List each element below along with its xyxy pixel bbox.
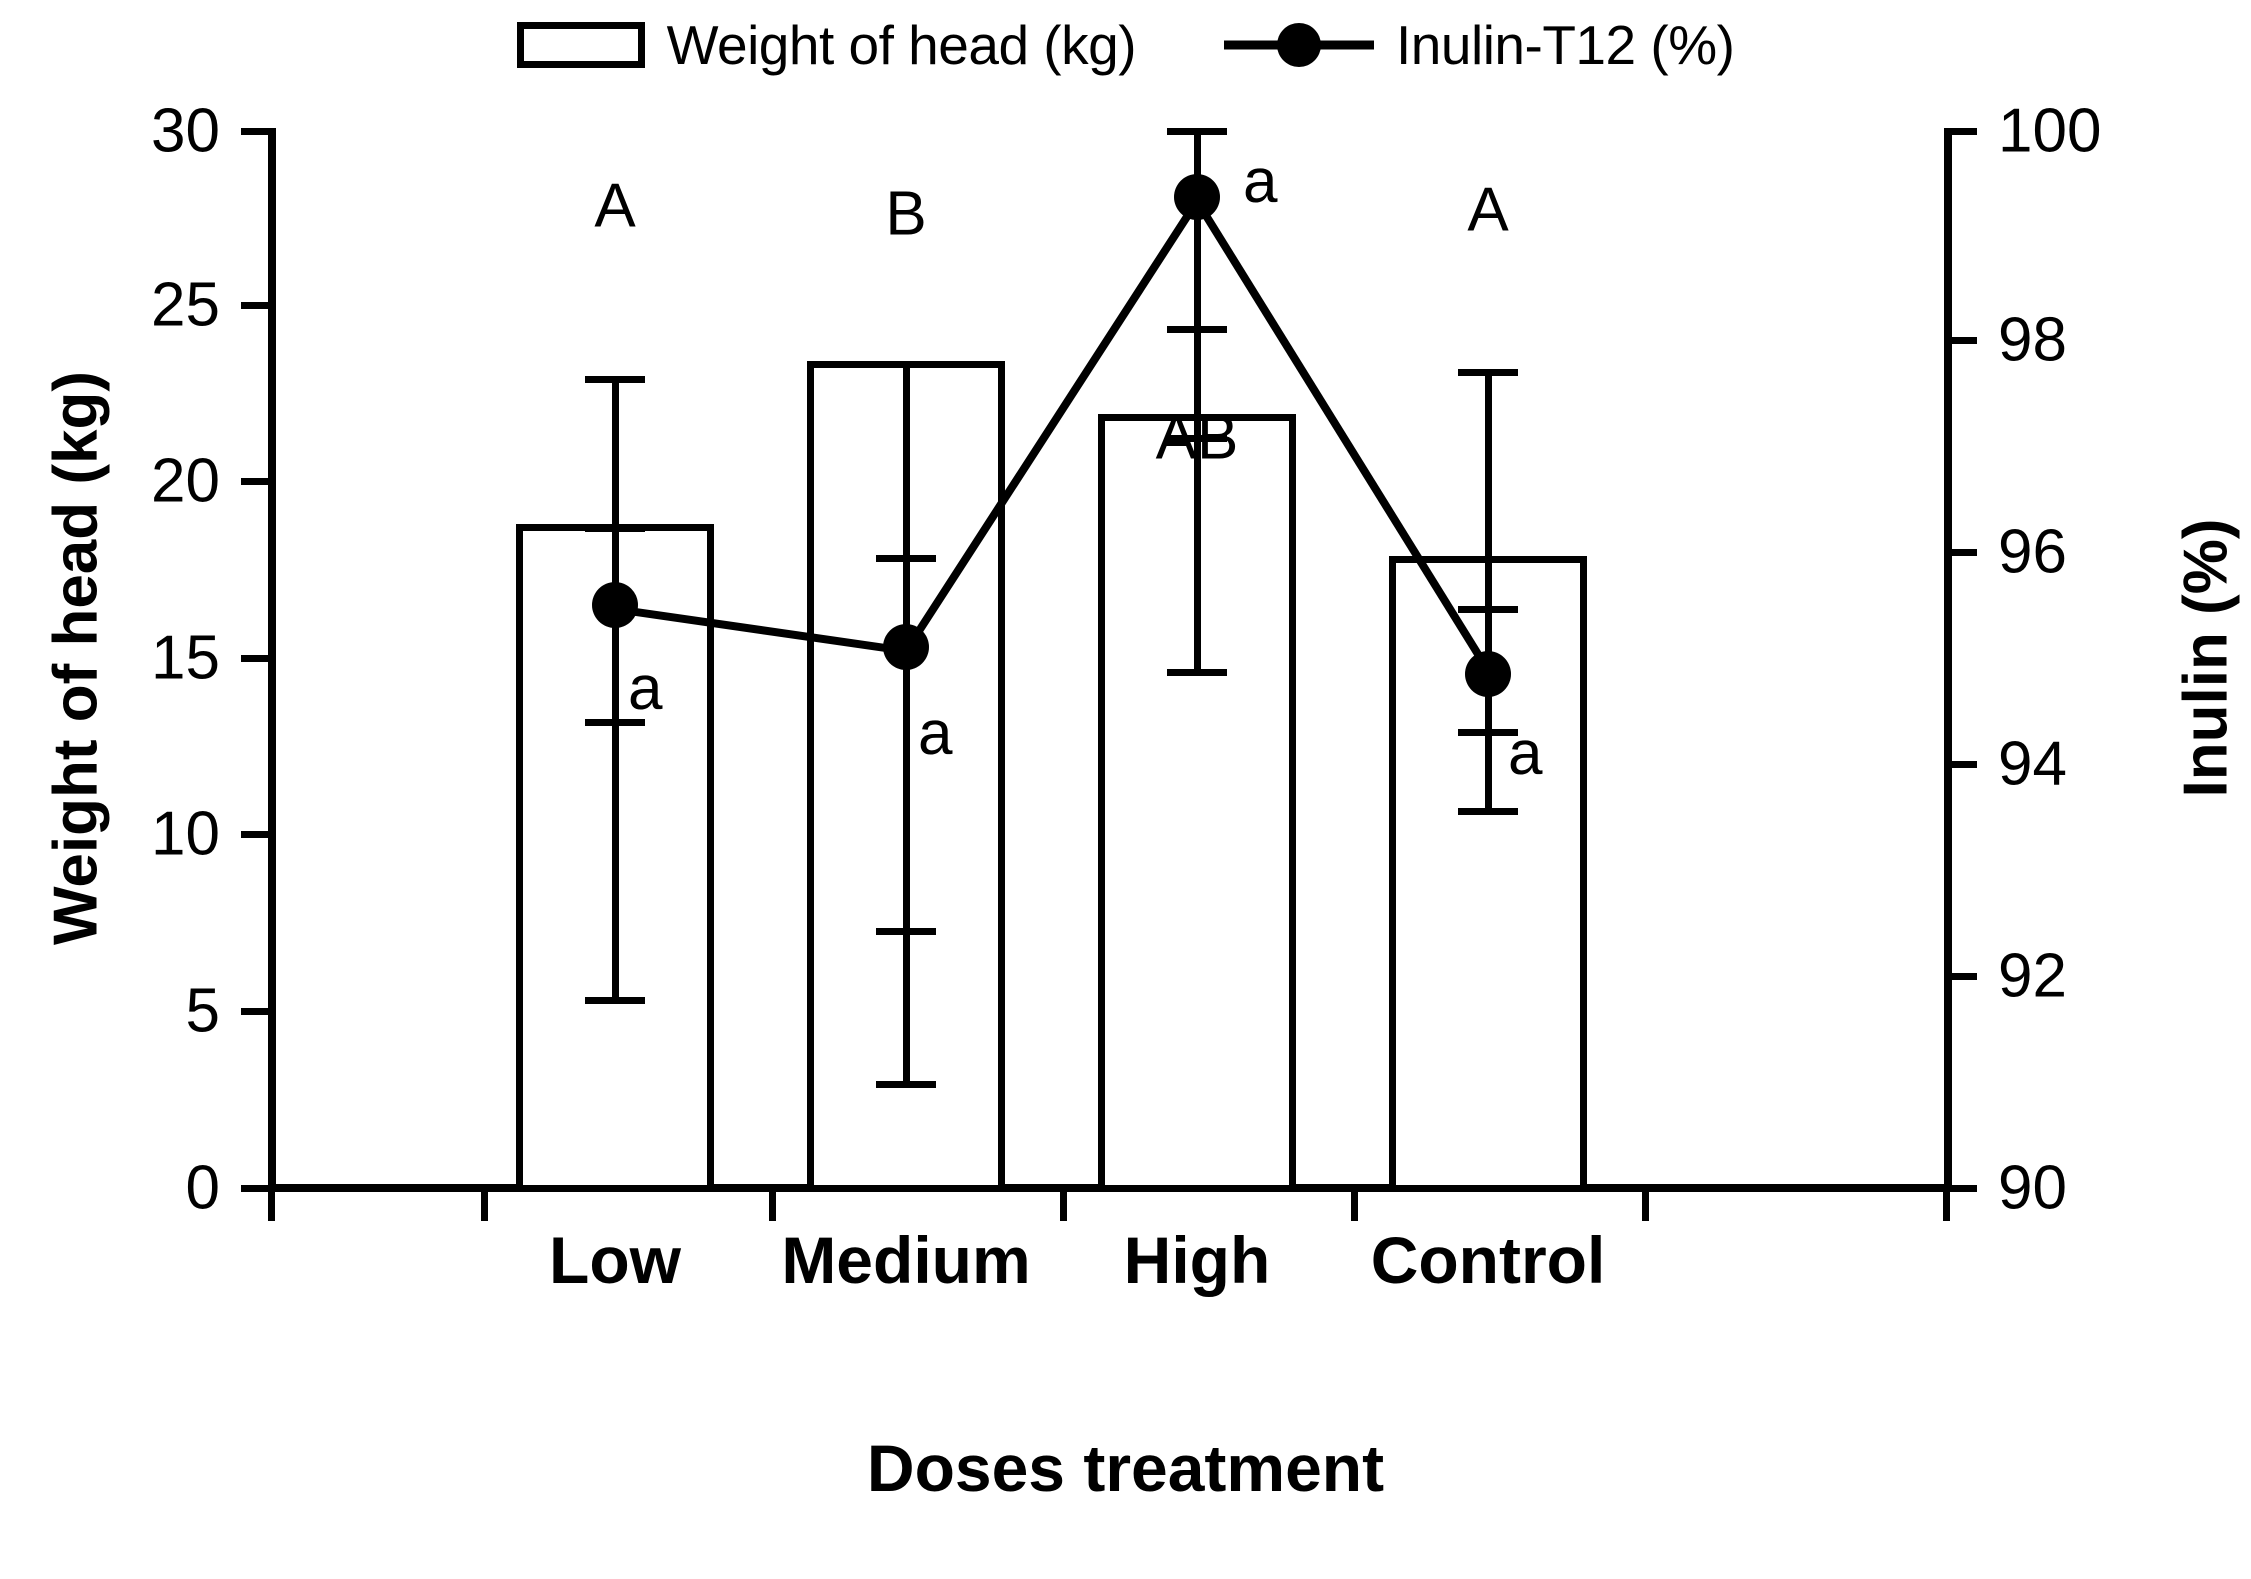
significance-letter-bar-high: AB [1155, 403, 1239, 473]
left-tick-mark [241, 302, 268, 309]
legend-item-weight-of-head: Weight of head (kg) [516, 13, 1137, 76]
right-tick-label-94: 94 [1998, 729, 2067, 799]
significance-letter-inulin-low: a [628, 654, 663, 723]
chart-legend: Weight of head (kg) Inulin-T12 (%) [0, 6, 2251, 84]
errorbar-inulin-control [1485, 606, 1492, 811]
errorbar-cap-bottom [585, 997, 645, 1004]
right-tick-label-96: 96 [1998, 517, 2067, 587]
x-tick-mark [1351, 1188, 1358, 1221]
right-tick-label-98: 98 [1998, 305, 2067, 375]
errorbar-bar-high [1194, 326, 1201, 672]
significance-letter-bar-low: A [594, 171, 636, 241]
left-tick-mark [241, 478, 268, 485]
errorbar-cap-bottom [876, 1081, 936, 1088]
data-point-inulin-control[interactable] [1465, 651, 1511, 697]
errorbar-cap-top [876, 361, 936, 368]
left-tick-label-20: 20 [151, 446, 220, 516]
right-tick-label-100: 100 [1998, 96, 2102, 166]
bar-swatch-icon [516, 22, 645, 68]
left-tick-label-0: 0 [185, 1153, 220, 1223]
x-category-label-control: Control [1370, 1223, 1606, 1297]
errorbar-cap-bottom [1458, 808, 1518, 815]
errorbar-cap-bottom [1167, 435, 1227, 442]
x-category-label-low: Low [549, 1223, 681, 1297]
left-tick-label-15: 15 [151, 623, 220, 693]
x-tick-mark [1060, 1188, 1067, 1221]
significance-letter-inulin-medium: a [918, 699, 953, 768]
significance-letter-inulin-control: a [1508, 719, 1543, 788]
left-tick-label-5: 5 [185, 976, 220, 1046]
right-tick-mark [1950, 549, 1977, 556]
x-tick-mark [1943, 1188, 1950, 1221]
x-category-label-high: High [1123, 1223, 1271, 1297]
x-tick-mark [1642, 1188, 1649, 1221]
legend-item-inulin-t12: Inulin-T12 (%) [1224, 13, 1735, 76]
left-axis-spine [268, 128, 276, 1192]
right-tick-mark [1950, 973, 1977, 980]
left-tick-mark [241, 1008, 268, 1015]
legend-dot-marker-icon [1277, 23, 1322, 67]
plot-area: Weight of head (kg) Inulin (%) 0 5 10 15… [42, 97, 2241, 1223]
errorbar-inulin-medium [903, 555, 910, 1087]
right-tick-mark [1950, 337, 1977, 344]
errorbar-bar-control [1485, 369, 1492, 732]
line-dot-swatch-icon [1224, 22, 1375, 68]
left-tick-mark [241, 655, 268, 662]
data-point-inulin-medium[interactable] [883, 624, 929, 670]
significance-letter-bar-control: A [1467, 175, 1509, 245]
errorbar-inulin-high [1194, 128, 1201, 441]
errorbar-cap-top [1458, 606, 1518, 613]
right-tick-mark [1950, 761, 1977, 768]
significance-letter-inulin-high: a [1243, 147, 1278, 216]
left-tick-mark [241, 128, 268, 135]
errorbar-inulin-low [612, 525, 619, 1003]
right-axis-spine [1944, 128, 1952, 1192]
left-tick-label-10: 10 [151, 799, 220, 869]
errorbar-cap-bottom [1167, 669, 1227, 676]
x-tick-mark [481, 1188, 488, 1221]
significance-letter-bar-medium: B [885, 179, 927, 249]
right-tick-mark [1950, 128, 1977, 135]
errorbar-cap-top [585, 376, 645, 383]
right-tick-label-92: 92 [1998, 941, 2067, 1011]
right-tick-label-90: 90 [1998, 1153, 2067, 1223]
errorbar-cap-top [1458, 369, 1518, 376]
x-tick-mark [769, 1188, 776, 1221]
legend-label-weight-of-head: Weight of head (kg) [666, 13, 1137, 76]
left-tick-label-25: 25 [151, 270, 220, 340]
data-point-inulin-high[interactable] [1174, 174, 1220, 220]
errorbar-cap-top [585, 525, 645, 532]
x-category-label-medium: Medium [781, 1223, 1031, 1297]
right-tick-mark [1950, 1185, 1977, 1192]
left-tick-label-30: 30 [151, 96, 220, 166]
x-axis-title: Doses treatment [866, 1431, 1385, 1505]
y-axis-title-right: Inulin (%) [2171, 518, 2241, 798]
data-point-inulin-low[interactable] [592, 582, 638, 628]
legend-label-inulin-t12: Inulin-T12 (%) [1396, 13, 1735, 76]
left-tick-mark [241, 1185, 268, 1192]
left-tick-mark [241, 831, 268, 838]
x-tick-mark [268, 1188, 275, 1221]
errorbar-cap-top [1167, 128, 1227, 135]
y-axis-title-left: Weight of head (kg) [41, 370, 111, 946]
errorbar-cap-top [876, 555, 936, 562]
